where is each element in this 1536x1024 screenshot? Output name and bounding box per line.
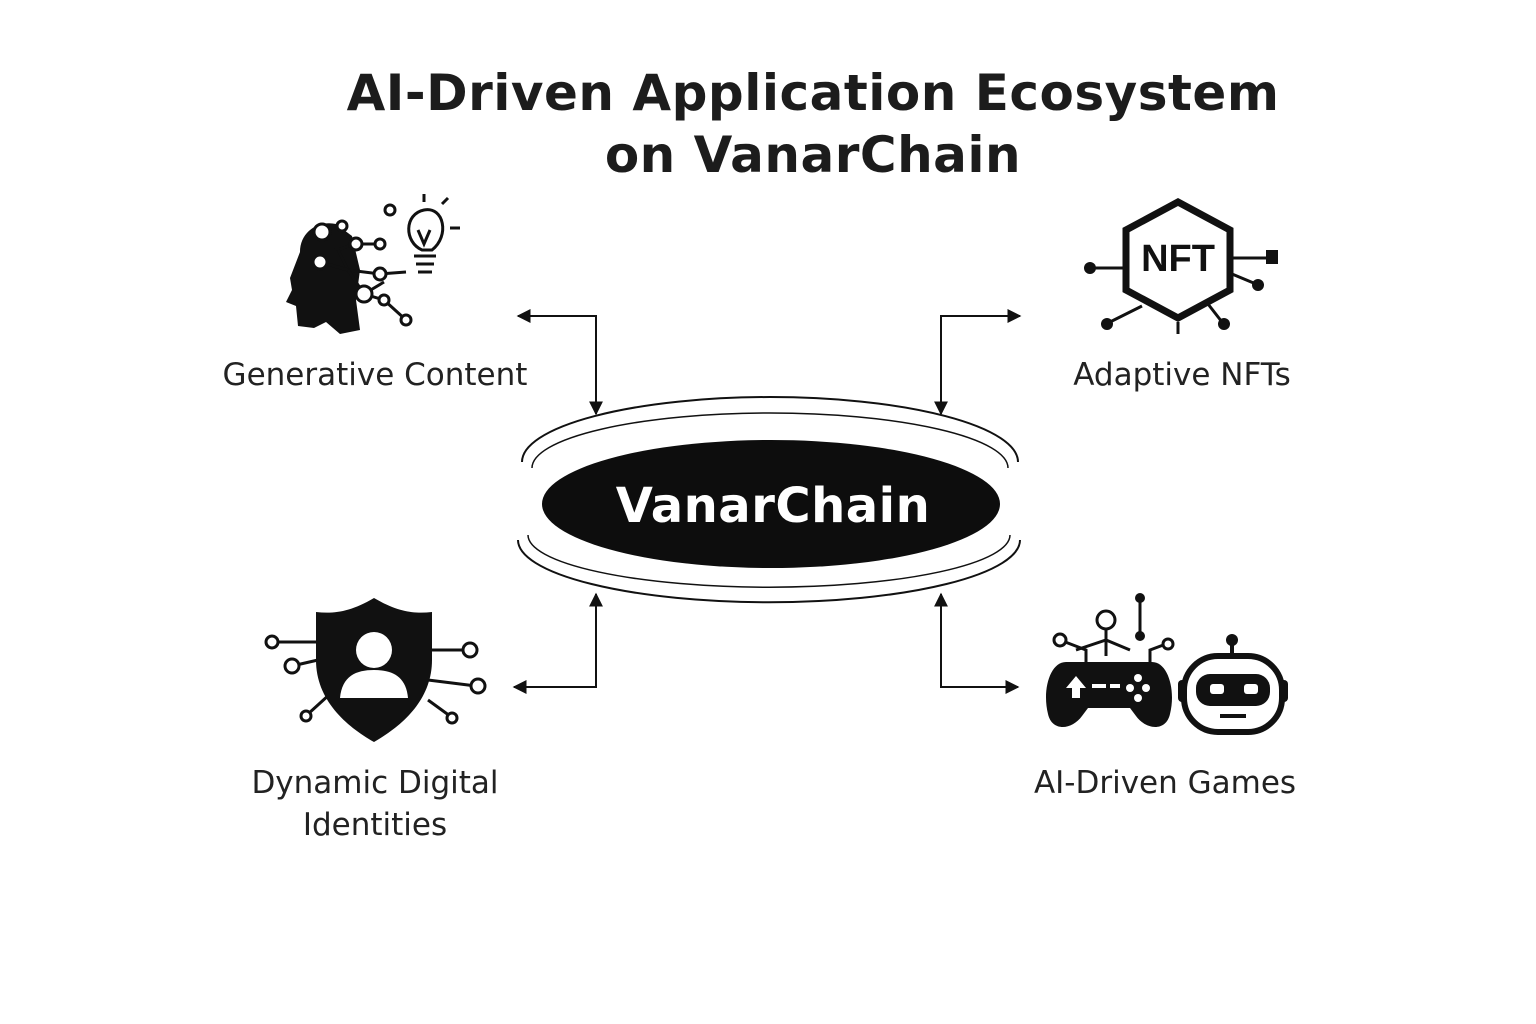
digital-identities-label-line-1: Dynamic Digital [251, 765, 499, 801]
adaptive-nfts-label: Adaptive NFTs [1073, 357, 1291, 393]
digital-identities-label: Dynamic Digital Identities [230, 762, 520, 846]
vanarchain-hub [517, 396, 1021, 604]
connector-digital-identities [512, 592, 603, 694]
nft-badge-text: NFT [1141, 238, 1215, 280]
ai-head-lightbulb-icon [286, 194, 460, 334]
shield-user-icon [264, 598, 487, 742]
hub-orbit-inner [531, 412, 1009, 469]
generative-content-label: Generative Content [222, 357, 528, 393]
digital-identities-label-line-2: Identities [302, 807, 448, 843]
hub-ellipse [542, 440, 1000, 568]
title-line-1: AI-Driven Application Ecosystem [346, 64, 1280, 122]
connector-adaptive-nfts [934, 309, 1022, 416]
hub-orbit-lower-outer [517, 539, 1021, 604]
connector-ai-games [934, 592, 1020, 694]
hub-orbit-lower-inner [527, 534, 1011, 588]
hub-orbit-outer [521, 396, 1019, 463]
gamepad-robot-icon [1046, 593, 1288, 735]
connector-generative-content [516, 309, 603, 416]
title-line-2: on VanarChain [604, 126, 1022, 184]
nft-hexagon-icon [1084, 198, 1278, 334]
connectors [512, 309, 1022, 694]
diagram-title: AI-Driven Application Ecosystem on Vanar… [0, 62, 1536, 186]
ai-games-label: AI-Driven Games [1033, 765, 1297, 801]
hub-label: VanarChain [615, 478, 931, 534]
